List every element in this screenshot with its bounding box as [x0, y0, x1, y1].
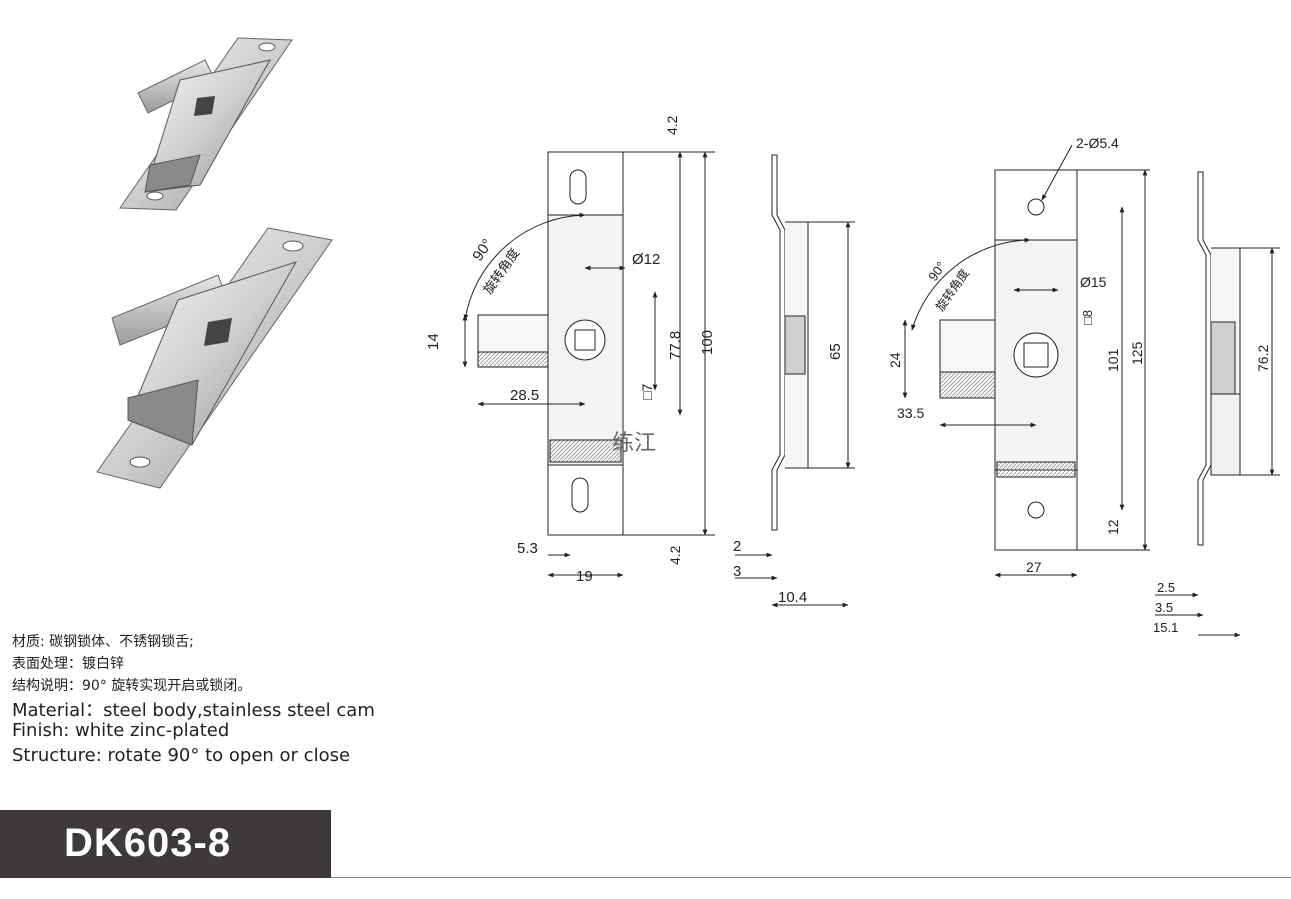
- model-number: DK603-8: [64, 821, 232, 865]
- dim-bore: Ø12: [632, 251, 660, 268]
- dim-edge: 5.3: [517, 540, 538, 557]
- dim-width: 27: [1026, 559, 1042, 575]
- dim-t2: 3: [733, 563, 741, 580]
- spec-structure-en: Structure: rotate 90° to open or close: [12, 745, 351, 766]
- dim-depth: 15.1: [1153, 620, 1178, 635]
- watermark-text: 练江: [612, 431, 656, 456]
- dim-t1: 2: [733, 538, 741, 555]
- dim-total-length: 100: [699, 330, 716, 355]
- dim-cam-reach: 33.5: [897, 405, 924, 421]
- dim-height: 65: [827, 343, 844, 360]
- rotation-angle: 90°: [925, 259, 949, 284]
- dim-t1: 2.5: [1157, 580, 1175, 595]
- spec-structure-cn: 结构说明：90° 旋转实现开启或锁闭。: [12, 678, 252, 694]
- dim-total-length: 125: [1129, 341, 1145, 365]
- dim-cam-reach: 28.5: [510, 387, 539, 404]
- dim-width: 19: [576, 568, 593, 585]
- spec-finish-cn: 表面处理：镀白锌: [12, 656, 124, 672]
- dim-square: □8: [1080, 310, 1095, 325]
- dim-bottom-offset: 4.2: [667, 545, 683, 565]
- dim-bottom-offset: 12: [1105, 519, 1121, 535]
- dim-bore: Ø15: [1080, 274, 1107, 290]
- small-side-view: [735, 154, 855, 608]
- bottom-divider: [331, 877, 1291, 878]
- model-banner: [0, 810, 331, 878]
- dim-cam-width: 14: [425, 333, 442, 350]
- spec-material-cn: 材质: 碳钢锁体、不锈钢锁舌;: [12, 634, 194, 650]
- small-side-dimensions: 65 2 3 10.4: [733, 343, 844, 606]
- dim-height: 76.2: [1255, 345, 1271, 372]
- large-side-dimensions: 76.2 2.5 3.5 15.1: [1153, 345, 1271, 635]
- dim-t2: 3.5: [1155, 600, 1173, 615]
- small-latch-photo: [119, 37, 293, 211]
- dim-depth: 10.4: [778, 589, 807, 606]
- dim-holes: 2-Ø5.4: [1076, 135, 1119, 151]
- dim-center-len: 101: [1105, 348, 1121, 372]
- dim-cam-center: 77.8: [667, 331, 684, 360]
- dim-cam-width: 24: [887, 352, 903, 368]
- spec-material-en: Material：steel body,stainless steel cam: [12, 700, 375, 721]
- small-front-view: [462, 151, 715, 578]
- large-front-view: [902, 144, 1150, 578]
- large-latch-photo: [96, 227, 333, 489]
- large-side-view: [1155, 171, 1280, 638]
- dim-top-offset: 4.2: [664, 115, 680, 135]
- dim-square: □7: [639, 384, 655, 400]
- spec-finish-en: Finish: white zinc-plated: [12, 720, 230, 741]
